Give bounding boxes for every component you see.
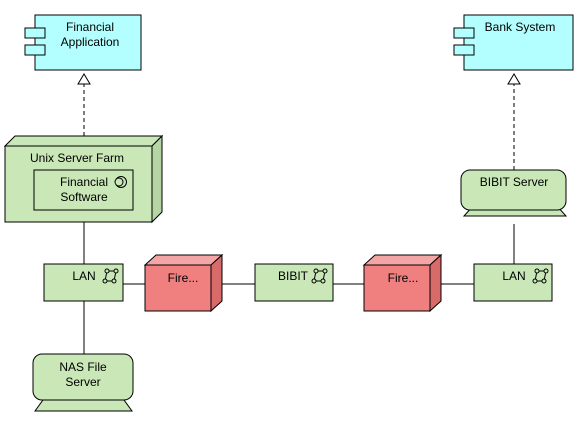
- bibit-server-node[interactable]: BIBIT Server: [460, 169, 568, 217]
- bibit-server-label: BIBIT Server: [480, 175, 548, 189]
- firewall-right-node[interactable]: Fire...: [362, 253, 443, 313]
- financial-software-label-line1: Financial: [60, 175, 108, 189]
- financial-software-label-line2: Software: [60, 190, 108, 204]
- system-software-icon: [114, 176, 127, 188]
- bank-system-label: Bank System: [485, 20, 556, 34]
- nas-file-server-node[interactable]: NAS File Server: [32, 353, 134, 412]
- lan-left-node[interactable]: LAN: [43, 263, 124, 302]
- financial-application-label-line2: Application: [61, 35, 120, 49]
- component-icon: [453, 27, 475, 39]
- realization-arrowhead-bank: [507, 73, 521, 85]
- network-icon: [102, 268, 119, 284]
- component-icon: [24, 27, 46, 39]
- financial-application-label-line1: Financial: [66, 20, 114, 34]
- financial-software-node[interactable]: Financial Software: [33, 169, 134, 211]
- connections: [77, 73, 521, 354]
- bibit-network-node[interactable]: BIBIT: [254, 263, 334, 302]
- firewall-right-label: Fire...: [388, 271, 419, 285]
- lan-right-label: LAN: [502, 269, 525, 283]
- network-icon: [532, 268, 549, 284]
- firewall-left-label: Fire...: [168, 271, 199, 285]
- unix-server-farm-label: Unix Server Farm: [30, 151, 124, 165]
- bibit-network-label: BIBIT: [278, 269, 309, 283]
- firewall-left-node[interactable]: Fire...: [143, 253, 224, 313]
- financial-application-node[interactable]: Financial Application: [24, 14, 142, 71]
- realization-arrowhead-financial: [77, 73, 91, 85]
- network-icon: [311, 268, 328, 284]
- lan-right-node[interactable]: LAN: [473, 263, 553, 302]
- bank-system-node[interactable]: Bank System: [453, 14, 574, 71]
- nas-file-server-label-line2: Server: [65, 375, 100, 389]
- nas-file-server-label-line1: NAS File: [59, 360, 107, 374]
- lan-left-label: LAN: [72, 269, 95, 283]
